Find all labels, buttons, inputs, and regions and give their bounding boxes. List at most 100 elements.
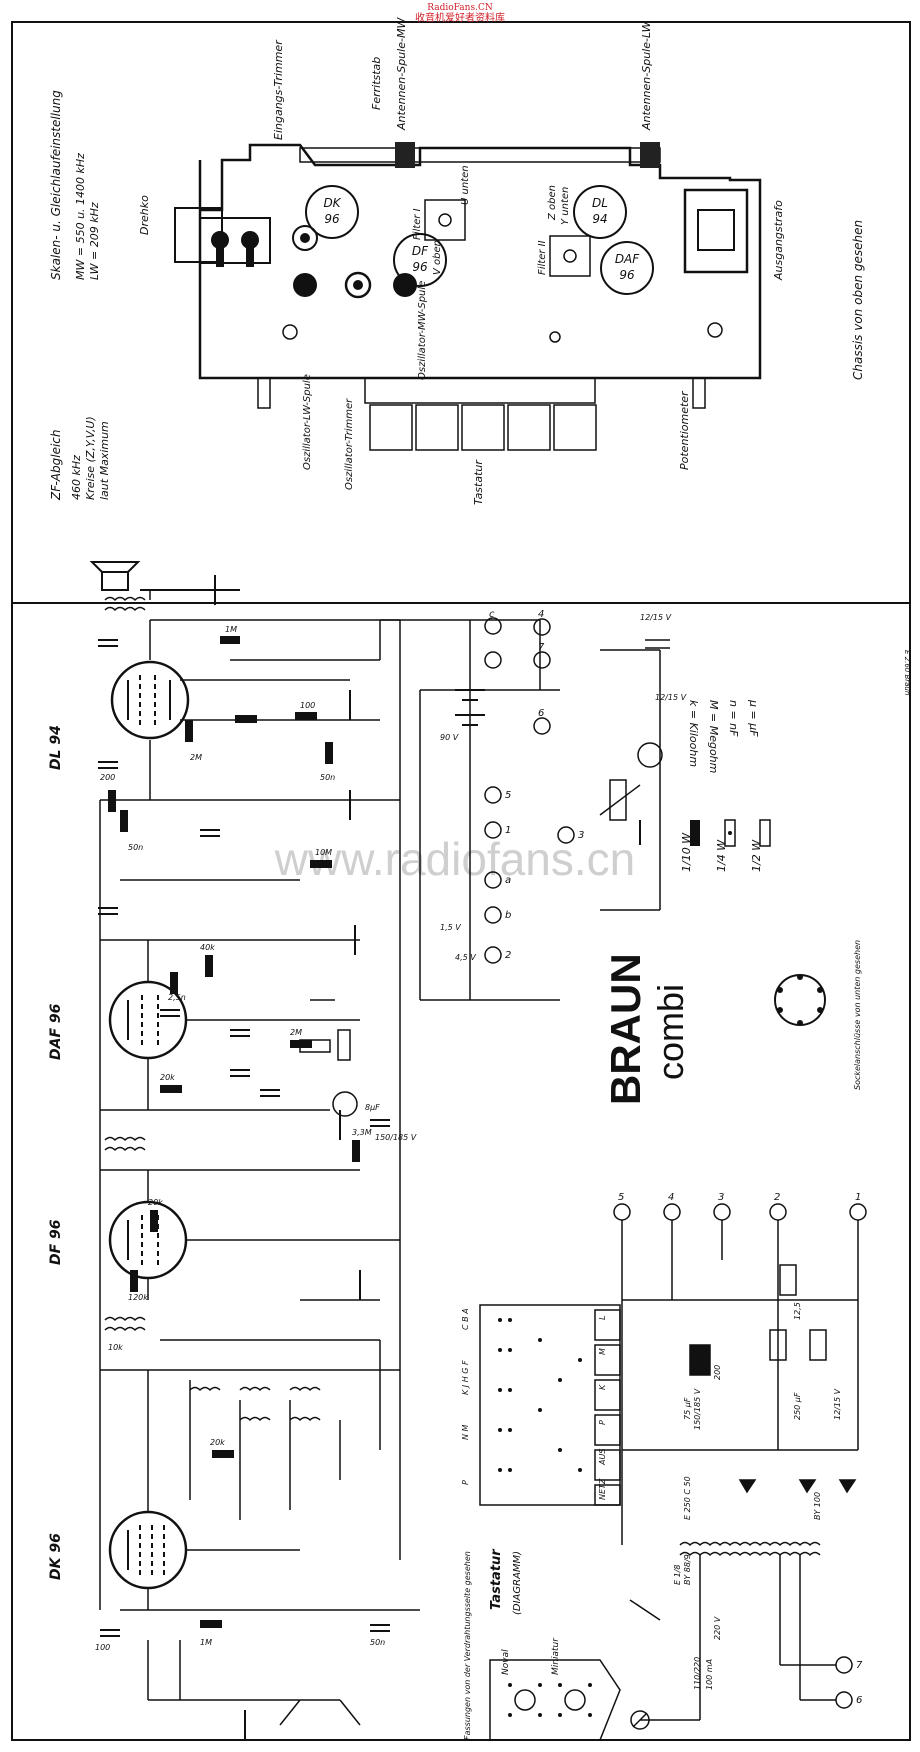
svg-text:110/220: 110/220 <box>693 1657 702 1690</box>
svg-text:4,5 V: 4,5 V <box>455 953 476 962</box>
svg-text:200: 200 <box>100 773 115 782</box>
svg-text:4: 4 <box>538 609 544 620</box>
osz-lw-spule <box>293 273 317 297</box>
filter-2 <box>549 235 591 277</box>
svg-text:(DIAGRAMM): (DIAGRAMM) <box>512 1551 523 1615</box>
svg-text:c: c <box>489 609 495 620</box>
svg-text:M: M <box>598 1348 607 1355</box>
svg-text:2,5n: 2,5n <box>168 993 186 1002</box>
svg-text:3,3M: 3,3M <box>352 1128 372 1137</box>
svg-text:Sockelanschlüsse von unten ges: Sockelanschlüsse von unten gesehen <box>853 940 862 1090</box>
zf-line3: laut Maximum <box>98 421 111 500</box>
label-z-oben: Z oben <box>547 185 558 221</box>
svg-text:2: 2 <box>774 1192 780 1203</box>
svg-text:Noval: Noval <box>501 1649 511 1675</box>
svg-text:12,5: 12,5 <box>793 1302 802 1320</box>
filter-1 <box>424 199 466 241</box>
svg-text:b: b <box>505 910 511 921</box>
power-supply <box>621 1220 859 1730</box>
title-daf96: DAF 96 <box>48 1003 64 1060</box>
svg-text:DK: DK <box>323 196 341 210</box>
svg-text:K J H G F: K J H G F <box>461 1360 470 1395</box>
tube-df96-symbol <box>108 1200 188 1280</box>
psu-labels: 110/220 220 V 100 mA E 1/8 BY 88/9 E 250… <box>673 1302 842 1690</box>
svg-text:1/10 W: 1/10 W <box>680 832 693 872</box>
svg-text:75 μF: 75 μF <box>683 1397 692 1420</box>
tastatur-keys <box>364 377 597 451</box>
tube-dk96-symbol <box>108 1510 188 1590</box>
svg-text:12/15 V: 12/15 V <box>655 693 687 702</box>
ausgangstrafo <box>683 188 749 274</box>
svg-text:3: 3 <box>578 830 584 841</box>
svg-text:1/2 W: 1/2 W <box>750 839 763 872</box>
watermark: www.radiofans.cn <box>274 833 636 885</box>
label-tastatur: Tastatur <box>472 459 485 505</box>
svg-text:50n: 50n <box>370 1638 385 1647</box>
label-eingangs-trimmer: Eingangs-Trimmer <box>272 39 285 140</box>
label-filter1: Filter I <box>412 208 423 240</box>
svg-text:250 μF: 250 μF <box>793 1392 802 1420</box>
svg-text:E 1/8: E 1/8 <box>673 1565 682 1585</box>
svg-text:50n: 50n <box>320 773 335 782</box>
title-dk96: DK 96 <box>48 1533 64 1580</box>
wiring <box>99 590 661 1726</box>
svg-text:20k: 20k <box>210 1438 225 1447</box>
svg-text:BY 100: BY 100 <box>813 1492 822 1520</box>
svg-text:μ = μF: μ = μF <box>747 699 760 737</box>
svg-text:20k: 20k <box>148 1198 163 1207</box>
svg-text:96: 96 <box>324 212 340 226</box>
svg-text:40k: 40k <box>200 943 215 952</box>
label-osz-mw: Oszillator-MW-Spule <box>417 281 428 380</box>
svg-text:7: 7 <box>538 642 545 653</box>
svg-text:6: 6 <box>538 708 544 719</box>
svg-text:M = Megohm: M = Megohm <box>707 700 720 773</box>
socket-diagram: Sockelanschlüsse von unten gesehen <box>774 940 862 1090</box>
svg-text:P: P <box>461 1480 470 1485</box>
zf-heading: ZF-Abgleich <box>49 430 63 502</box>
tube-df96 <box>393 233 447 287</box>
svg-text:1M: 1M <box>200 1638 212 1647</box>
svg-text:Fassungen von der Verdrahtungs: Fassungen von der Verdrahtungsseite gese… <box>463 1551 472 1740</box>
label-filter2: Filter II <box>537 240 548 275</box>
svg-text:DF: DF <box>412 244 429 258</box>
tuning-shaft <box>257 377 271 409</box>
svg-text:2: 2 <box>505 950 511 961</box>
svg-text:12/15 V: 12/15 V <box>833 1388 842 1420</box>
label-potentiometer: Potentiometer <box>678 390 691 470</box>
svg-text:94: 94 <box>592 212 607 226</box>
svg-text:Tastatur: Tastatur <box>489 1548 504 1610</box>
label-drehko: Drehko <box>138 195 151 235</box>
svg-text:220 V: 220 V <box>713 1616 722 1640</box>
label-ferritstab: Ferritstab <box>370 57 383 110</box>
page-border <box>11 21 911 1741</box>
component-values: 1M 2M 100 50n 200 50n 10M 40k 2,5n 20k 2… <box>95 613 687 1652</box>
skalen-line1: MW = 550 u. 1400 kHz <box>74 153 87 280</box>
svg-text:90 V: 90 V <box>440 733 459 742</box>
svg-text:1: 1 <box>855 1192 861 1203</box>
tube-dl94-symbol <box>110 660 190 740</box>
resistors <box>108 636 360 1628</box>
tastatur-diagram: L M K P AUS NETZ C B A K J H G F N M P T… <box>461 1304 621 1615</box>
svg-text:4: 4 <box>668 1192 674 1203</box>
svg-text:10k: 10k <box>108 1343 123 1352</box>
corner-note: E 2.60 Braun <box>903 650 911 695</box>
braun-logo: BRAUN combi <box>602 953 691 1105</box>
drehko-terminal-1 <box>211 231 229 249</box>
fassung-diagram: Noval Miniatur Fassungen von der Verdrah… <box>463 1551 621 1741</box>
svg-text:150/185 V: 150/185 V <box>693 1388 702 1430</box>
svg-text:8μF: 8μF <box>365 1103 380 1112</box>
svg-text:120k: 120k <box>128 1293 148 1302</box>
svg-text:1,5 V: 1,5 V <box>440 923 461 932</box>
svg-text:BRAUN: BRAUN <box>602 953 649 1105</box>
svg-text:3: 3 <box>718 1192 724 1203</box>
osz-trimmer <box>344 271 372 299</box>
ant-coil-lw <box>640 142 660 168</box>
battery-90v <box>455 689 485 726</box>
svg-text:C B A: C B A <box>461 1308 470 1330</box>
svg-text:100 mA: 100 mA <box>705 1659 714 1690</box>
drehko-terminal-2 <box>241 231 259 249</box>
label-ant-lw: Antennen-Spule-LW <box>640 20 653 131</box>
svg-text:2M: 2M <box>290 1028 302 1037</box>
potentiometer <box>599 639 670 821</box>
top-panel: ZF-Abgleich 460 kHz Kreise (Z,Y,V,U) lau… <box>49 17 865 505</box>
